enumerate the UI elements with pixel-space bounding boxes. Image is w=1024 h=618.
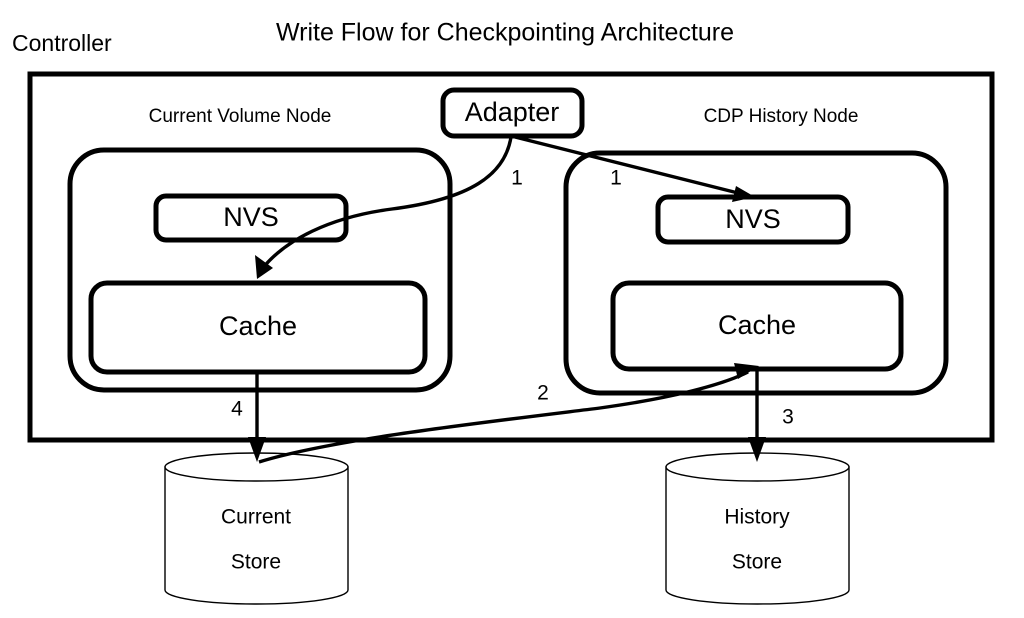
diagram-title: Write Flow for Checkpointing Architectur… bbox=[276, 19, 734, 47]
adapter-label: Adapter bbox=[465, 97, 560, 127]
flow-arrow-4 bbox=[248, 372, 266, 462]
step-label-1-right: 1 bbox=[610, 167, 622, 190]
right-node-label: CDP History Node bbox=[704, 106, 859, 127]
left-nvs-label: NVS bbox=[223, 202, 279, 232]
left-node-label: Current Volume Node bbox=[149, 106, 332, 127]
flow-arrow-1-left bbox=[255, 136, 513, 279]
step-label-1-left: 1 bbox=[511, 167, 523, 190]
controller-label: Controller bbox=[12, 30, 112, 56]
history-store-cylinder bbox=[665, 452, 850, 605]
flow-arrow-2 bbox=[258, 363, 759, 464]
history-store-label-line1: History bbox=[724, 506, 790, 529]
step-label-3: 3 bbox=[782, 406, 794, 429]
step-label-2: 2 bbox=[537, 382, 549, 405]
right-cache-label: Cache bbox=[718, 310, 796, 340]
current-store-label-line1: Current bbox=[221, 506, 291, 529]
adapter-box bbox=[440, 87, 585, 139]
left-cache-label: Cache bbox=[219, 311, 297, 341]
right-nvs-label: NVS bbox=[725, 204, 781, 234]
flow-arrow-1-right bbox=[514, 135, 755, 202]
step-label-4: 4 bbox=[231, 398, 243, 421]
current-store-label-line2: Store bbox=[231, 551, 281, 574]
flow-arrow-3 bbox=[748, 369, 766, 462]
history-store-label-line2: Store bbox=[732, 551, 782, 574]
